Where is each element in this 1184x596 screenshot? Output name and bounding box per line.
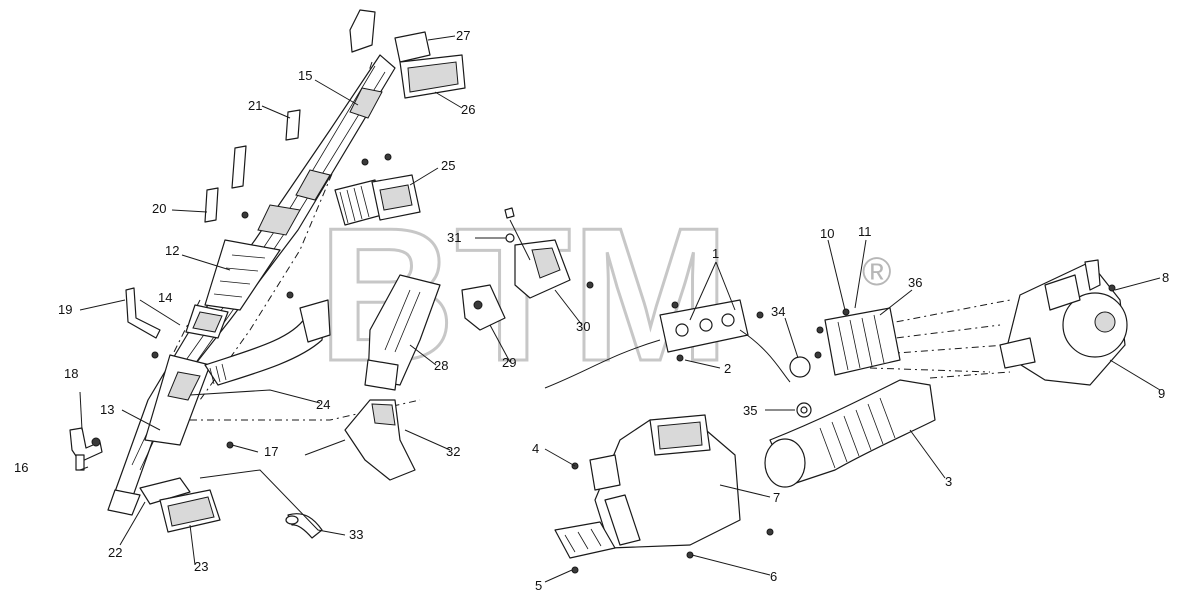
callout-31: 31	[447, 230, 461, 245]
vent-outlets	[139, 31, 466, 533]
callout-21: 21	[248, 98, 262, 113]
hose-33	[285, 513, 323, 539]
callout-35: 35	[743, 403, 757, 418]
callout-34: 34	[771, 304, 785, 319]
callout-8: 8	[1162, 270, 1169, 285]
duct-24	[204, 299, 331, 386]
callout-25: 25	[441, 158, 455, 173]
control-panel-1	[544, 299, 811, 389]
callout-11: 11	[858, 224, 872, 239]
callout-32: 32	[446, 444, 460, 459]
callout-19: 19	[58, 302, 72, 317]
callout-30: 30	[576, 319, 590, 334]
main-duct-assembly	[107, 54, 396, 516]
control-modules	[461, 207, 571, 331]
callout-13: 13	[100, 402, 114, 417]
callout-22: 22	[108, 545, 122, 560]
callout-36: 36	[908, 275, 922, 290]
callout-24: 24	[316, 397, 330, 412]
fasteners	[151, 153, 764, 449]
callout-26: 26	[461, 102, 475, 117]
callout-12: 12	[165, 243, 179, 258]
callout-29: 29	[502, 355, 516, 370]
callout-27: 27	[456, 28, 470, 43]
callout-9: 9	[1158, 386, 1165, 401]
callout-7: 7	[773, 490, 780, 505]
callout-14: 14	[158, 290, 172, 305]
watermark-registered-mark: ®	[862, 250, 891, 294]
callout-1: 1	[712, 246, 719, 261]
callout-3: 3	[945, 474, 952, 489]
callout-15: 15	[298, 68, 312, 83]
corrugated-duct-3	[764, 379, 936, 488]
callout-17: 17	[264, 444, 278, 459]
callout-2: 2	[724, 361, 731, 376]
callout-18: 18	[64, 366, 78, 381]
ring-35	[796, 402, 812, 418]
callout-5: 5	[535, 578, 542, 593]
duct-32	[344, 399, 416, 481]
callout-10: 10	[820, 226, 834, 241]
blower-unit-9	[999, 259, 1128, 386]
duct-25	[334, 174, 421, 226]
callout-labels: 1 2 3 4 5 6 7 8 9 10 11 12 13 14 15 16 1…	[14, 28, 1169, 593]
callout-33: 33	[349, 527, 363, 542]
duct-28	[364, 274, 441, 391]
callout-4: 4	[532, 441, 539, 456]
callout-6: 6	[770, 569, 777, 584]
callout-23: 23	[194, 559, 208, 574]
callout-20: 20	[152, 201, 166, 216]
callout-28: 28	[434, 358, 448, 373]
heater-box-7	[554, 414, 774, 574]
filter-36	[814, 307, 901, 376]
callout-16: 16	[14, 460, 28, 475]
leader-lines	[79, 35, 1161, 583]
